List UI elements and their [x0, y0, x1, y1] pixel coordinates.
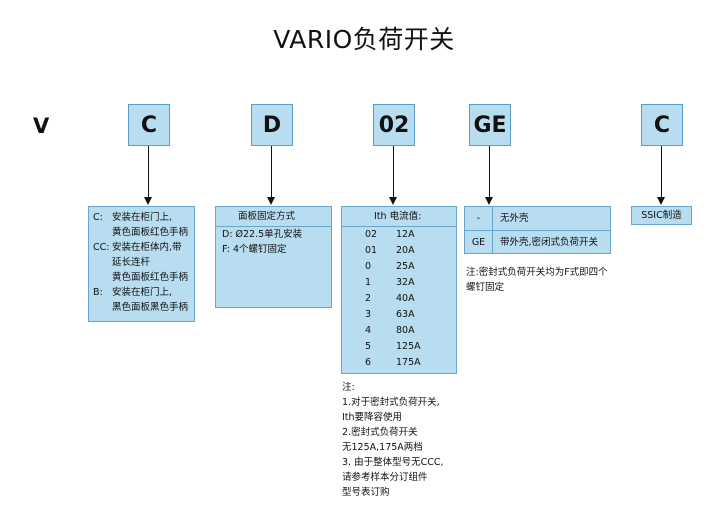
code-box-manufacturer: C: [641, 104, 683, 146]
code-box-current: 02: [373, 104, 415, 146]
arrow-down-icon: [267, 197, 275, 205]
mounting-options-panel: C: 安装在柜门上, 黄色面板红色手柄 CC: 安装在柜体内,带 延长连杆 黄色…: [88, 206, 195, 322]
current-code: 2: [365, 293, 372, 304]
current-row: 02 12A: [342, 227, 456, 243]
current-value: 25A: [396, 261, 415, 272]
current-row: 3 63A: [342, 307, 456, 323]
current-code: 5: [365, 341, 372, 352]
connector-line: [148, 146, 149, 198]
table-row: GE 带外壳,密闭式负荷开关: [465, 230, 610, 253]
current-row: 1 32A: [342, 275, 456, 291]
current-value: 40A: [396, 293, 415, 304]
panel-fixing-header: 面板固定方式: [216, 207, 331, 227]
current-row: 6 175A: [342, 355, 456, 371]
option-text: 延长连杆: [112, 257, 151, 268]
option-b: B: 安装在柜门上, 黑色面板黑色手柄: [93, 285, 190, 315]
connector-line: [393, 146, 394, 198]
connector-line: [489, 146, 490, 198]
current-rating-header: Ith 电流值:: [342, 207, 456, 227]
option-key: CC:: [93, 242, 110, 253]
current-row: 4 80A: [342, 323, 456, 339]
option-text: 黑色面板黑色手柄: [112, 302, 189, 313]
option-text: 黄色面板红色手柄: [112, 227, 189, 238]
note-line: 型号表订购: [342, 487, 390, 498]
note-line: 3. 由于整体型号无CCC,: [342, 457, 444, 468]
connector-line: [271, 146, 272, 198]
current-value: 80A: [396, 325, 415, 336]
current-value: 175A: [396, 357, 421, 368]
note-line: 无125A,175A两档: [342, 442, 423, 453]
enclosure-code: GE: [465, 231, 493, 253]
option-text: 安装在柜体内,带: [112, 242, 182, 253]
arrow-down-icon: [485, 197, 493, 205]
note-line: 请参考样本分订组件: [342, 472, 428, 483]
current-value: 32A: [396, 277, 415, 288]
note-line: 注:: [342, 382, 355, 393]
notes-block: 注: 1.对于密封式负荷开关, Ith要降容使用 2.密封式负荷开关 无125A…: [342, 380, 444, 500]
arrow-down-icon: [657, 197, 665, 205]
option-c: C: 安装在柜门上, 黄色面板红色手柄: [93, 210, 190, 240]
enclosure-desc: 带外壳,密闭式负荷开关: [500, 237, 599, 248]
current-value: 12A: [396, 229, 415, 240]
code-box-enclosure: GE: [469, 104, 511, 146]
current-code: 1: [365, 277, 372, 288]
option-text: 黄色面板红色手柄: [112, 272, 189, 283]
connector-line: [661, 146, 662, 198]
current-code: 4: [365, 325, 372, 336]
current-rating-panel: Ith 电流值: 02 12A 01 20A 0 25A 1 32A 2 40A 3 63A…: [341, 206, 457, 374]
current-code: 02: [365, 229, 378, 240]
current-value: 20A: [396, 245, 415, 256]
note-line: 1.对于密封式负荷开关,: [342, 397, 440, 408]
current-row: 2 40A: [342, 291, 456, 307]
option-key: C:: [93, 212, 103, 223]
panel-fixing-panel: 面板固定方式 D: Ø22.5单孔安装 F: 4个螺钉固定: [215, 206, 332, 308]
fixing-option-f: F: 4个螺钉固定: [222, 244, 287, 255]
option-text: 安装在柜门上,: [112, 212, 173, 223]
arrow-down-icon: [144, 197, 152, 205]
option-key: B:: [93, 287, 103, 298]
current-code: 01: [365, 245, 378, 256]
note-line: Ith要降容使用: [342, 412, 403, 423]
current-row: 0 25A: [342, 259, 456, 275]
current-row: 01 20A: [342, 243, 456, 259]
code-prefix: V: [33, 114, 50, 138]
current-value: 125A: [396, 341, 421, 352]
enclosure-table: - 无外壳 GE 带外壳,密闭式负荷开关: [464, 206, 611, 254]
current-code: 3: [365, 309, 372, 320]
current-code: 6: [365, 357, 372, 368]
manufacturer-label: SSIC制造: [631, 206, 692, 225]
code-box-panel-fixing: D: [251, 104, 293, 146]
enclosure-desc: 无外壳: [500, 213, 529, 224]
diagram-title: VARIO负荷开关: [273, 25, 455, 54]
option-text: 安装在柜门上,: [112, 287, 173, 298]
table-row: - 无外壳: [465, 207, 610, 230]
arrow-down-icon: [389, 197, 397, 205]
fixing-option-d: D: Ø22.5单孔安装: [222, 229, 303, 240]
option-cc: CC: 安装在柜体内,带 延长连杆 黄色面板红色手柄: [93, 240, 190, 285]
note-line: 2.密封式负荷开关: [342, 427, 418, 438]
code-box-mounting: C: [128, 104, 170, 146]
enclosure-code: -: [465, 207, 493, 230]
current-code: 0: [365, 261, 372, 272]
current-value: 63A: [396, 309, 415, 320]
enclosure-note: 注:密封式负荷开关均为F式即四个螺钉固定: [466, 267, 608, 293]
current-row: 5 125A: [342, 339, 456, 355]
